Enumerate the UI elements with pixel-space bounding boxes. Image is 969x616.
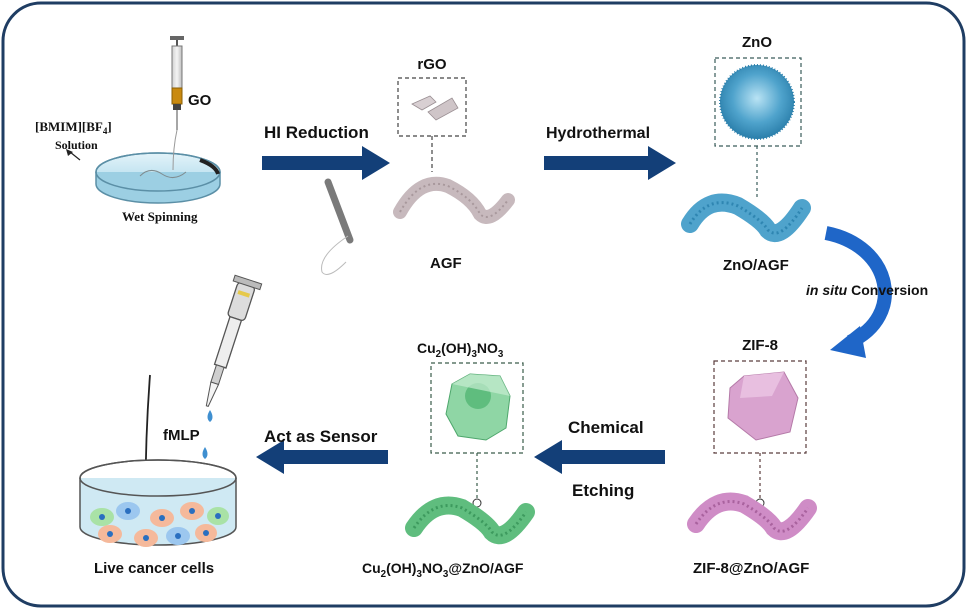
- drop-icon: [202, 447, 208, 459]
- solution-label: Solution: [55, 138, 98, 152]
- chemical-label: Chemical: [568, 418, 644, 437]
- solution-pointer: [69, 151, 81, 161]
- chemical-etching-step: Chemical Etching: [534, 418, 665, 500]
- rgo-label: rGO: [417, 56, 447, 73]
- hydrothermal-arrow: [544, 146, 676, 180]
- fiber-photo: [321, 178, 354, 275]
- etching-label: Etching: [572, 481, 634, 500]
- act-as-sensor-label: Act as Sensor: [264, 427, 378, 446]
- live-cell-sensing: fMLP Live cancer cells: [79, 274, 263, 577]
- hi-reduction-step: HI Reduction: [262, 123, 390, 275]
- cu-stage: Cu2(OH)3NO3 Cu2(OH)3NO3@ZnO/AGF: [362, 340, 535, 580]
- agf-label: AGF: [430, 255, 462, 272]
- ionic-liquid-label: [BMIM][BF4]: [35, 119, 112, 136]
- in-situ-conversion-step: in situ Conversion: [806, 226, 928, 358]
- hydrothermal-step: Hydrothermal: [544, 125, 676, 180]
- zif8-zno-agf-label: ZIF-8@ZnO/AGF: [693, 560, 809, 577]
- zno-label: ZnO: [742, 34, 772, 51]
- zno-stage: ZnO ZnO/AGF: [681, 34, 811, 274]
- hydrothermal-label: Hydrothermal: [546, 125, 650, 142]
- cu-label: Cu2(OH)3NO3: [417, 340, 504, 360]
- zno-agf-label: ZnO/AGF: [723, 257, 789, 274]
- zif8-label: ZIF-8: [742, 337, 778, 354]
- syringe-icon: [170, 36, 184, 171]
- go-label: GO: [188, 92, 212, 109]
- wet-spinning-label: Wet Spinning: [122, 209, 198, 224]
- drop-icon: [207, 410, 213, 422]
- zif8-inset-box: [713, 360, 807, 454]
- act-as-sensor-arrow: [256, 440, 388, 474]
- chemical-etching-arrow: [534, 440, 665, 474]
- zno-sphere: [720, 65, 794, 139]
- cancer-cells: [90, 502, 229, 547]
- pipette-icon: [205, 274, 263, 408]
- rgo-agf-stage: rGO AGF: [393, 56, 515, 272]
- in-situ-curved-arrow: [824, 226, 892, 349]
- cu-zno-agf-label: Cu2(OH)3NO3@ZnO/AGF: [362, 560, 524, 580]
- in-situ-label: in situ Conversion: [806, 282, 928, 298]
- zif8-stage: ZIF-8 ZIF-8@ZnO/AGF: [687, 337, 817, 577]
- zno-inset-box: [714, 57, 802, 147]
- fmlp-label: fMLP: [163, 427, 200, 444]
- hi-reduction-arrow: [262, 146, 390, 180]
- hi-reduction-label: HI Reduction: [264, 123, 369, 142]
- live-cells-label: Live cancer cells: [94, 560, 214, 577]
- rgo-flake: [411, 95, 437, 111]
- wet-spinning-setup: GO [BMIM][BF4] Solution Wet Spinning: [35, 36, 221, 224]
- act-as-sensor-step: Act as Sensor: [256, 427, 388, 474]
